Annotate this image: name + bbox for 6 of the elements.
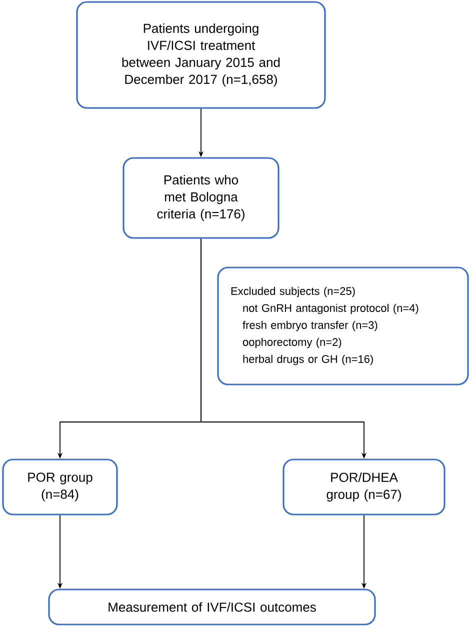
flow-box: Patients who met Bologna criteria (n=176) (122, 157, 280, 239)
flow-box: POR group (n=84) (2, 458, 118, 516)
flow-box: POR/DHEA group (n=67) (282, 458, 446, 516)
flow-box: Patients undergoing IVF/ICSI treatment between January 2015 and December 2017 (n=1,658) (76, 1, 326, 109)
flow-box: Measurement of IVF/ICSI outcomes (48, 588, 376, 626)
excluded-box: Excluded subjects (n=25) not GnRH antagonist protocol (n=4) fresh embryo transfer (n=3) oophorectomy (n=2) herbal drugs or GH (n=16) (217, 266, 469, 386)
